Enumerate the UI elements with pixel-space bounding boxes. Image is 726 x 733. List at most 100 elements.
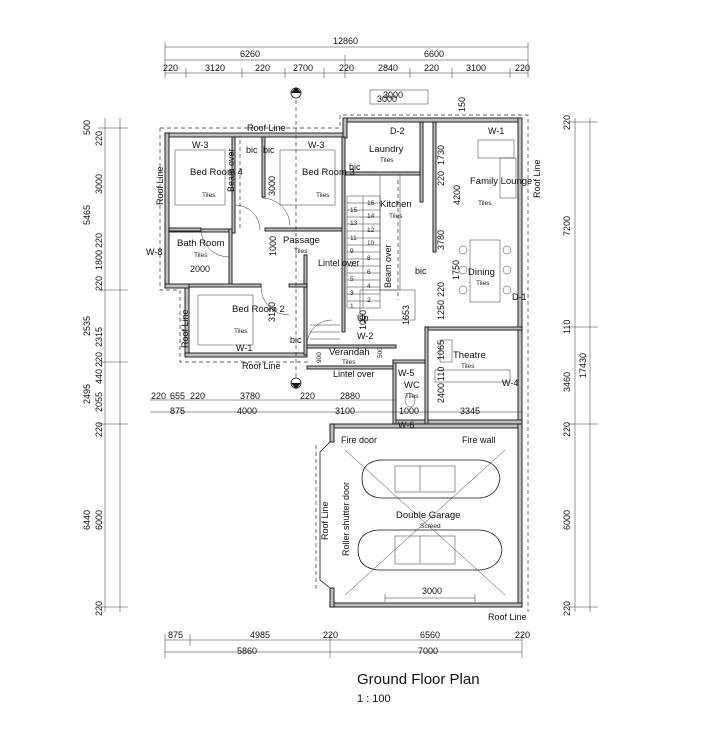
door-arc-bath [200, 228, 230, 258]
wall-garage-left-top [329, 423, 335, 443]
dim-right: 220 [562, 115, 572, 130]
dim-mid1: 655 [170, 391, 185, 401]
dim-top-seg: 220 [424, 63, 439, 73]
door-arc-bed4 [234, 204, 261, 231]
room-finish: Tiles [194, 252, 208, 259]
section-marker-icon [290, 87, 302, 99]
stair-number: 10 [367, 240, 375, 247]
wall-laundry-bottom [344, 171, 424, 176]
dim-left-inner: 2055 [94, 392, 104, 412]
room-finish: Screed [420, 523, 441, 530]
dim-top-150: 150 [457, 97, 467, 112]
wall-verandah-bottom [306, 365, 394, 370]
dim-mid1: 3780 [240, 391, 260, 401]
dim-right: 110 [562, 320, 572, 334]
dim-right: 220 [562, 422, 572, 437]
stair-number: 1 [350, 303, 354, 310]
wall-top-left [164, 132, 346, 138]
dim-mid2: 3345 [460, 406, 480, 416]
beam-over-label: Beam over [226, 148, 236, 192]
dim-left-outer: 5465 [82, 205, 92, 225]
bic-label: bic [263, 145, 275, 155]
dim-int: 1000 [268, 236, 278, 256]
dim-int: 900 [316, 352, 323, 363]
dim-top-seg: 3120 [205, 63, 225, 73]
dim-int: 2000 [190, 264, 210, 274]
window-label: W-4 [502, 378, 518, 388]
dim-mid2: 3100 [335, 406, 355, 416]
dim-top-seg: 220 [339, 63, 354, 73]
fire-door-label: Fire door [341, 435, 377, 445]
dim-mid1: 220 [151, 391, 166, 401]
dim-int: 4200 [452, 185, 462, 205]
dim-right: 220 [562, 601, 572, 616]
dim-mid2: 1000 [399, 406, 419, 416]
roof-line-label: Roof Line [532, 159, 542, 198]
wall-right-house [517, 117, 523, 425]
dim-int: 500 [377, 347, 384, 358]
walls [164, 117, 523, 608]
room-name: Double Garage [396, 510, 460, 521]
door-label: D-2 [390, 126, 405, 136]
dim-left-outer: 2495 [82, 384, 92, 404]
dim-top-seg: 220 [515, 63, 530, 73]
dim-left-inner: 440 [94, 369, 104, 384]
wall-theatre-top [424, 326, 523, 331]
roof-line-upper [160, 114, 529, 612]
stair-treads [347, 202, 380, 302]
stair-up-label: Up [357, 313, 369, 323]
dim-right: 3460 [562, 372, 572, 392]
wall-bed3-left [261, 136, 266, 198]
dim-top-seg: 220 [255, 63, 270, 73]
dim-int: 3000 [422, 586, 442, 596]
room-name: Bed Room 4 [190, 167, 243, 178]
room-finish: Tiles [478, 200, 492, 207]
kitchen-island [359, 289, 416, 321]
wall-left-upper [164, 132, 170, 289]
bic-label: bic [290, 335, 302, 345]
lounge-sofa [477, 139, 515, 159]
dim-int: 3000 [383, 90, 403, 100]
roller-door-track [319, 441, 331, 589]
dim-left-inner: 1800 [94, 250, 104, 270]
room-finish: Tiles [234, 328, 248, 335]
dim-left-inner: 2315 [94, 327, 104, 347]
dim-mid2: 4000 [237, 406, 257, 416]
window-label: W-8 [146, 247, 162, 257]
stair-number: 3 [350, 290, 354, 297]
room-name: Verandah [329, 347, 370, 358]
wall-top-right [344, 117, 522, 123]
room-name: Bath Room [177, 238, 225, 249]
stair-number: 9 [350, 248, 354, 255]
car-bottom [357, 529, 503, 571]
dim-int: 3780 [436, 230, 446, 250]
dim-int: 110 [436, 367, 446, 381]
bed4 [174, 149, 226, 206]
theatre-seats [434, 369, 511, 383]
dim-top-mid-2: 6600 [424, 49, 444, 59]
dim-left-inner: 220 [94, 131, 104, 146]
wall-lounge-left [432, 121, 437, 253]
wall-bed4-right [231, 136, 236, 234]
dim-top-seg: 2700 [293, 63, 313, 73]
wall-left-step [164, 283, 190, 289]
dim-int: 1065 [436, 340, 446, 360]
wall-bed2-top [188, 283, 262, 288]
dim-bot1: 6560 [420, 630, 440, 640]
door-arc-verandah [306, 319, 333, 346]
dim-left-outer: 6440 [82, 510, 92, 530]
fire-wall-label: Fire wall [462, 435, 496, 445]
dim-int: 1653 [401, 305, 411, 325]
dining-table [469, 239, 501, 303]
drawing-title: Ground Floor Plan [357, 671, 480, 688]
dim-int: 1730 [436, 145, 446, 165]
dim-right-total: 17430 [578, 353, 588, 378]
dim-mid1: 220 [300, 391, 315, 401]
room-finish: Tiles [405, 393, 419, 400]
dim-left-inner: 6000 [94, 510, 104, 530]
roof-line-label: Roof Line [155, 166, 165, 205]
wall-garage-top [329, 423, 523, 429]
dim-left-inner: 220 [94, 276, 104, 291]
room-finish: Tiles [380, 157, 394, 164]
dim-bot2: 7000 [418, 646, 438, 656]
